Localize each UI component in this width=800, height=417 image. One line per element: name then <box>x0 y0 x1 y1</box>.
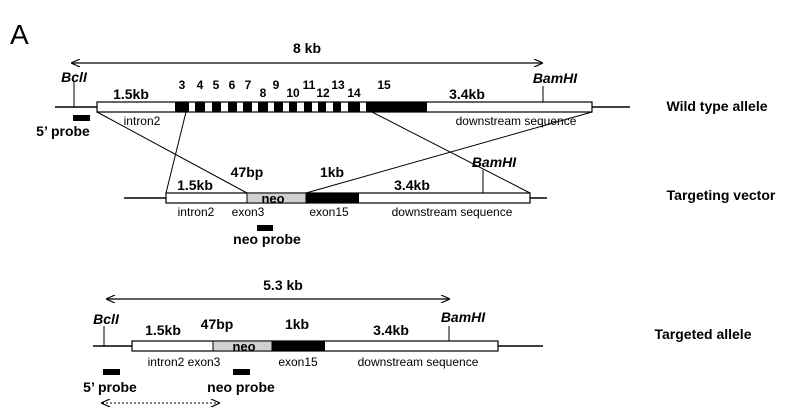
ta-downstream-name: downstream sequence <box>358 355 479 369</box>
wt-intron-size: 1.5kb <box>113 86 149 102</box>
wt-exon-6 <box>228 102 237 112</box>
wild-type-allele: 8 kb BclI BamHI 3 4 5 <box>36 40 768 139</box>
wt-downstream-size: 3.4kb <box>449 86 485 102</box>
tv-exon15 <box>306 193 359 203</box>
ta-neo-probe-bar <box>233 369 250 375</box>
wt-bcl-site-label: BclI <box>61 69 88 85</box>
wt-exon-numbers: 3 4 5 6 7 8 9 10 11 12 13 14 15 <box>179 78 391 100</box>
targeting-vector: neo BamHI 1.5kb 47bp 1kb 3.4kb intron2 e… <box>124 154 776 247</box>
ta-bp-size: 47bp <box>201 316 234 332</box>
wt-gene-box <box>96 101 593 113</box>
ta-intron-exon3-name: intron2 exon3 <box>148 355 221 369</box>
tv-exon15-size: 1kb <box>320 164 344 180</box>
wt-exon-13 <box>333 102 341 112</box>
ta-neo-label: neo <box>232 339 255 354</box>
wt-exon-9 <box>274 102 283 112</box>
ta-intron-size: 1.5kb <box>145 322 181 338</box>
ta-downstream-size: 3.4kb <box>373 322 409 338</box>
ta-allele-label: Targeted allele <box>654 326 751 342</box>
wt-exon-number: 15 <box>377 78 391 92</box>
wt-exon-number: 3 <box>179 78 186 92</box>
ta-5prime-probe-bar <box>103 369 120 375</box>
wt-exon-12 <box>318 102 326 112</box>
wt-exon-15 <box>366 102 427 112</box>
wt-bam-site-label: BamHI <box>533 70 578 86</box>
targeted-allele: 5.3 kb BclI BamHI neo 1.5kb 47bp 1kb 3.4… <box>83 277 752 403</box>
tv-exon15-name: exon15 <box>309 205 349 219</box>
wt-exon-number: 13 <box>331 78 345 92</box>
ta-span-label: 5.3 kb <box>263 277 303 293</box>
wt-5prime-probe-label: 5’ probe <box>36 123 90 139</box>
tv-allele-label: Targeting vector <box>667 187 776 203</box>
wt-span-label: 8 kb <box>293 40 321 56</box>
tv-bp-size: 47bp <box>231 164 264 180</box>
tv-neo-probe-bar <box>257 225 273 231</box>
tv-exon3-name: exon3 <box>232 205 265 219</box>
wt-exon-number: 11 <box>303 78 316 92</box>
wt-exon-number: 9 <box>273 78 280 92</box>
wt-exon-number: 10 <box>286 86 300 100</box>
ta-bcl-site-label: BclI <box>93 311 120 327</box>
wt-exon-number: 14 <box>347 86 361 100</box>
ta-neo-probe-label: neo probe <box>207 379 275 395</box>
wt-exon-5 <box>212 102 221 112</box>
wt-exon-8 <box>258 102 268 112</box>
tv-downstream-name: downstream sequence <box>392 205 513 219</box>
wt-intron-name: intron2 <box>124 114 161 128</box>
tv-downstream-size: 3.4kb <box>394 177 430 193</box>
wt-exon-number: 5 <box>213 78 220 92</box>
tv-intron-size: 1.5kb <box>177 177 213 193</box>
wt-exon-10 <box>289 102 297 112</box>
wt-exon-number: 6 <box>229 78 236 92</box>
tv-neo-probe-label: neo probe <box>233 231 301 247</box>
ta-5prime-probe-label: 5’ probe <box>83 379 137 395</box>
ta-exon15-size: 1kb <box>285 316 309 332</box>
wt-5prime-probe-bar <box>73 115 90 121</box>
wt-exon-14 <box>348 102 360 112</box>
wt-exon-11 <box>304 102 312 112</box>
ta-exon15-name: exon15 <box>278 355 318 369</box>
wt-exon-number: 8 <box>260 86 267 100</box>
panel-label: A <box>10 19 29 50</box>
recombination-lines <box>96 111 593 194</box>
wt-exon-number: 4 <box>197 78 204 92</box>
wt-exon-3 <box>175 102 189 112</box>
wt-exon-4 <box>195 102 205 112</box>
wt-exon-7 <box>243 102 252 112</box>
ta-exon15 <box>272 341 325 351</box>
tv-neo-label: neo <box>261 191 284 206</box>
ta-bam-site-label: BamHI <box>441 309 486 325</box>
wt-allele-label: Wild type allele <box>666 98 767 114</box>
tv-bam-site-label: BamHI <box>472 154 517 170</box>
tv-intron-name: intron2 <box>178 205 215 219</box>
wt-exon-blocks <box>175 102 427 112</box>
wt-exon-number: 12 <box>316 86 330 100</box>
wt-exon-number: 7 <box>245 78 252 92</box>
